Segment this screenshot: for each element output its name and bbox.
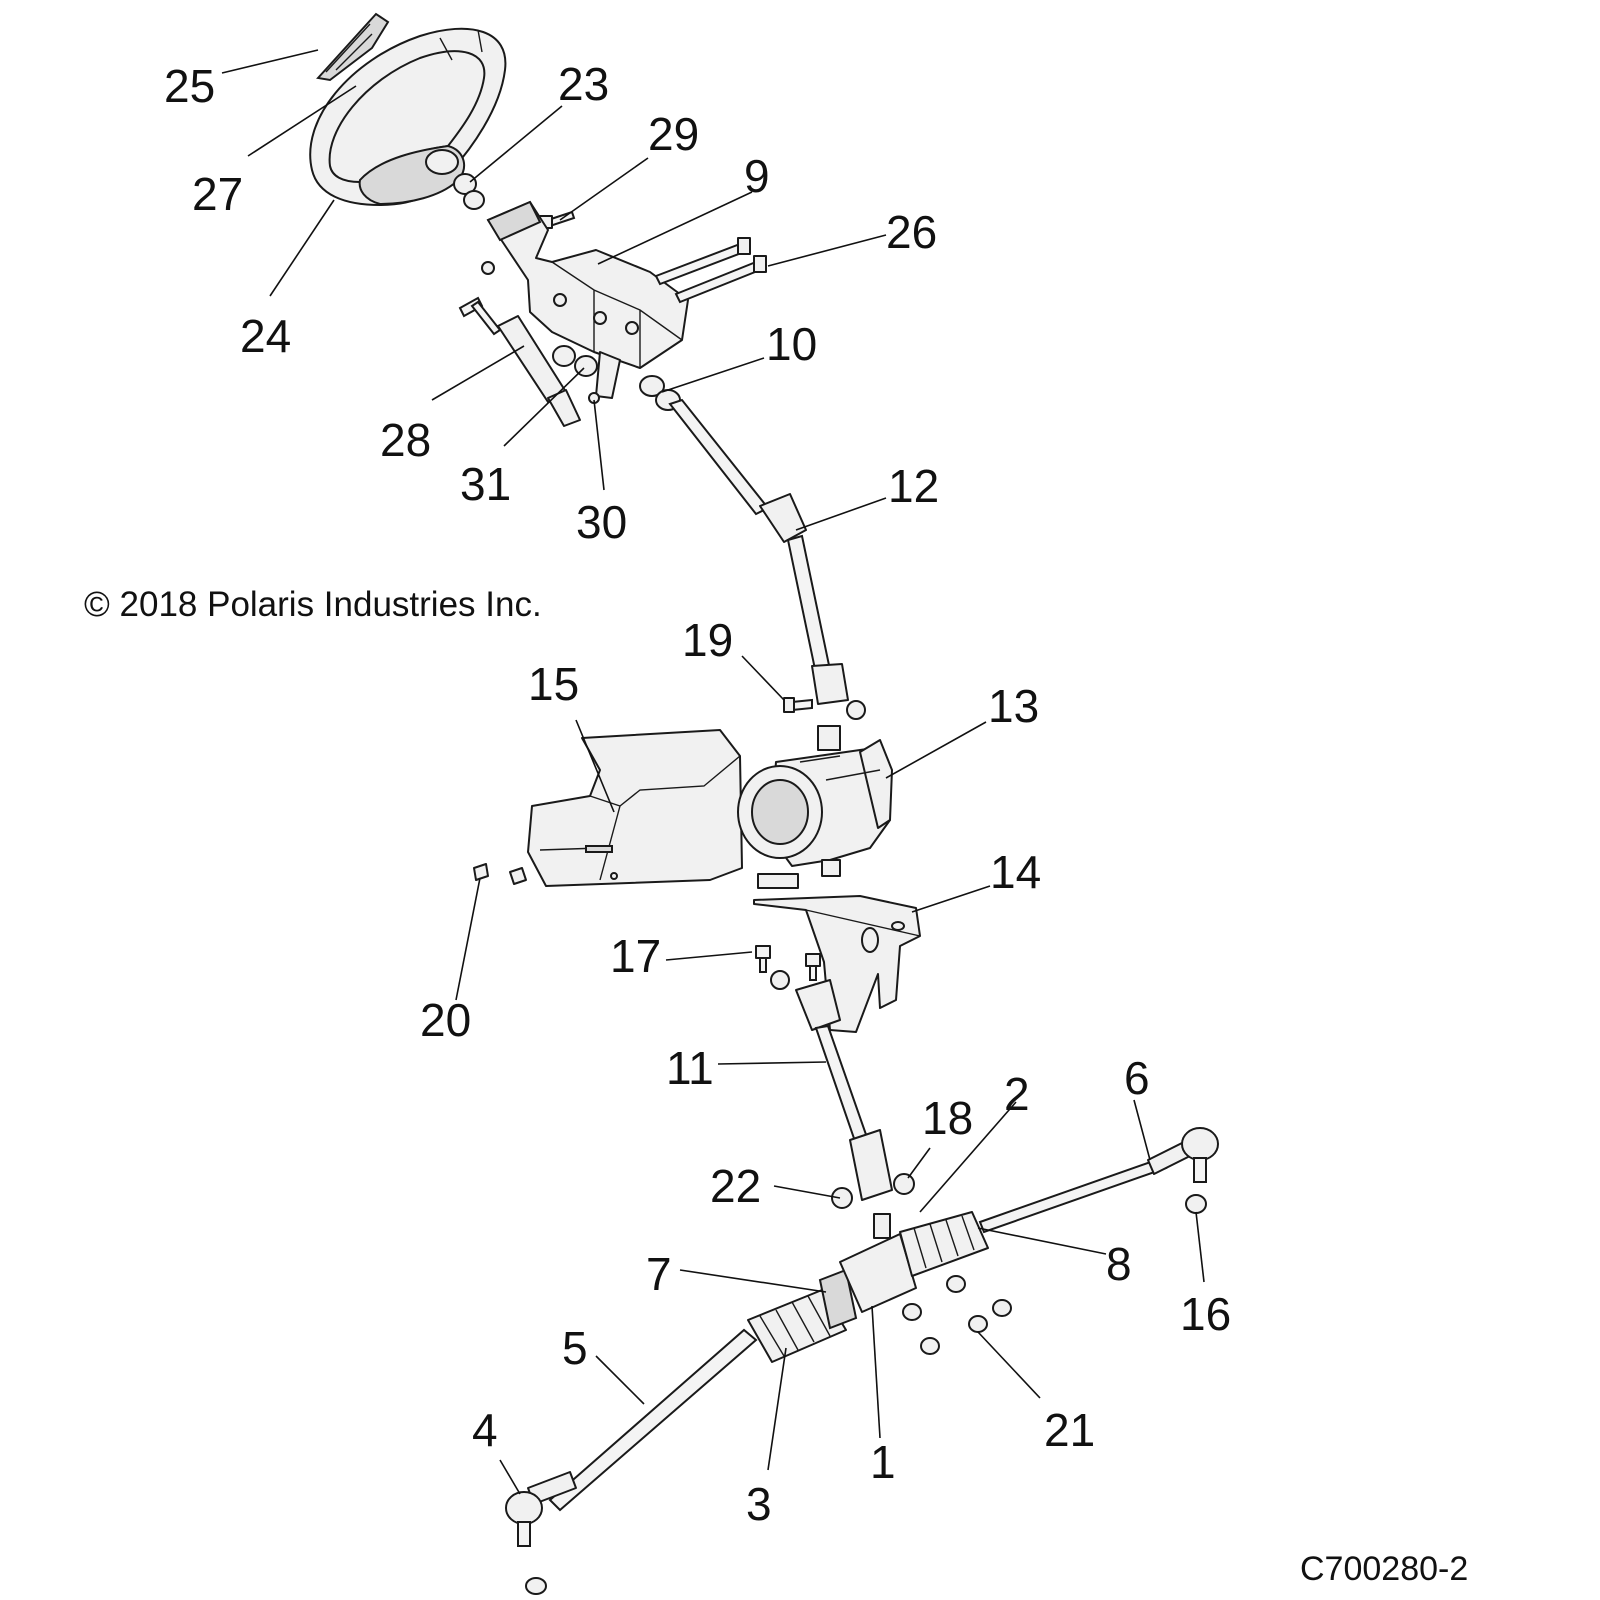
callout-30: 30 xyxy=(576,496,627,548)
callout-22: 22 xyxy=(710,1160,761,1212)
callout-23: 23 xyxy=(558,58,609,110)
callout-21: 21 xyxy=(1044,1404,1095,1456)
leader-29 xyxy=(559,157,649,221)
callout-14: 14 xyxy=(990,846,1041,898)
part-tie-rod-end-left xyxy=(505,1471,577,1595)
callout-4: 4 xyxy=(472,1404,498,1456)
part-shield-cover xyxy=(527,729,743,887)
leader-22 xyxy=(773,1185,841,1199)
leader-31 xyxy=(503,367,585,447)
callout-5: 5 xyxy=(562,1322,588,1374)
callout-24: 24 xyxy=(240,310,291,362)
callout-29: 29 xyxy=(648,108,699,160)
leader-4 xyxy=(499,1459,521,1495)
callout-25: 25 xyxy=(164,60,215,112)
leader-12 xyxy=(795,497,887,531)
leader-14 xyxy=(911,885,991,913)
callout-labels: 25 27 23 29 9 26 24 10 28 31 12 30 19 15… xyxy=(164,58,1231,1530)
leader-5 xyxy=(595,1355,645,1405)
leader-21 xyxy=(977,1331,1041,1399)
part-upper-shaft xyxy=(668,398,849,705)
leader-16 xyxy=(1195,1211,1205,1283)
callout-18: 18 xyxy=(922,1092,973,1144)
part-tie-rod-end-right xyxy=(1147,1127,1219,1183)
part-steering-rack xyxy=(548,1156,1168,1512)
callout-2: 2 xyxy=(1004,1068,1030,1120)
part-bolts-26 xyxy=(654,237,767,304)
callout-12: 12 xyxy=(888,460,939,512)
callout-8: 8 xyxy=(1106,1238,1132,1290)
leader-20 xyxy=(455,877,481,1001)
leader-10 xyxy=(661,357,765,393)
leader-19 xyxy=(741,655,785,701)
part-lower-shaft xyxy=(795,979,893,1201)
callout-16: 16 xyxy=(1180,1288,1231,1340)
part-bolt-18 xyxy=(893,1173,915,1195)
leader-28 xyxy=(431,345,525,401)
callout-11: 11 xyxy=(666,1042,714,1094)
leader-24 xyxy=(269,199,335,297)
leader-17 xyxy=(665,951,753,961)
callout-13: 13 xyxy=(988,680,1039,732)
leader-23 xyxy=(469,105,563,183)
leader-30 xyxy=(593,399,605,491)
part-push-pins xyxy=(473,863,527,885)
leader-27 xyxy=(247,85,357,157)
part-steering-wheel xyxy=(309,27,507,206)
callout-10: 10 xyxy=(766,318,817,370)
part-column-nut xyxy=(453,173,485,210)
leader-7 xyxy=(679,1269,827,1293)
leader-18 xyxy=(907,1147,931,1179)
callout-9: 9 xyxy=(744,150,770,202)
part-nuts-21 xyxy=(902,1275,1012,1355)
copyright-notice: © 2018 Polaris Industries Inc. xyxy=(84,585,542,624)
leader-2 xyxy=(919,1101,1017,1213)
callout-17: 17 xyxy=(610,930,661,982)
leader-11 xyxy=(717,1061,827,1065)
leader-15 xyxy=(575,719,615,813)
part-nut-16 xyxy=(1185,1194,1207,1214)
diagram-code: C700280-2 xyxy=(1300,1550,1468,1588)
leader-8 xyxy=(977,1227,1107,1255)
leader-6 xyxy=(1133,1099,1151,1161)
part-mounting-bracket xyxy=(753,873,921,1033)
part-column-bracket xyxy=(481,200,689,399)
callout-7: 7 xyxy=(646,1248,672,1300)
leader-26 xyxy=(767,234,887,267)
callout-28: 28 xyxy=(380,414,431,466)
part-power-steering-unit xyxy=(737,725,893,877)
callout-19: 19 xyxy=(682,614,733,666)
callout-27: 27 xyxy=(192,168,243,220)
leader-lines xyxy=(221,49,1205,1495)
callout-31: 31 xyxy=(460,458,511,510)
part-bolts-17 xyxy=(755,945,821,990)
callout-26: 26 xyxy=(886,206,937,258)
leader-25 xyxy=(221,49,319,74)
callout-3: 3 xyxy=(746,1478,772,1530)
part-bolt-19 xyxy=(783,697,866,720)
callout-20: 20 xyxy=(420,994,471,1046)
part-steering-wheel-cap xyxy=(316,12,390,82)
callout-6: 6 xyxy=(1124,1052,1150,1104)
part-nut-22 xyxy=(831,1187,853,1209)
callout-1: 1 xyxy=(870,1436,896,1488)
leader-3 xyxy=(767,1347,787,1471)
leader-9 xyxy=(597,191,753,265)
leader-13 xyxy=(885,721,987,779)
leader-1 xyxy=(871,1305,881,1439)
callout-15: 15 xyxy=(528,658,579,710)
part-gas-strut xyxy=(458,296,581,427)
